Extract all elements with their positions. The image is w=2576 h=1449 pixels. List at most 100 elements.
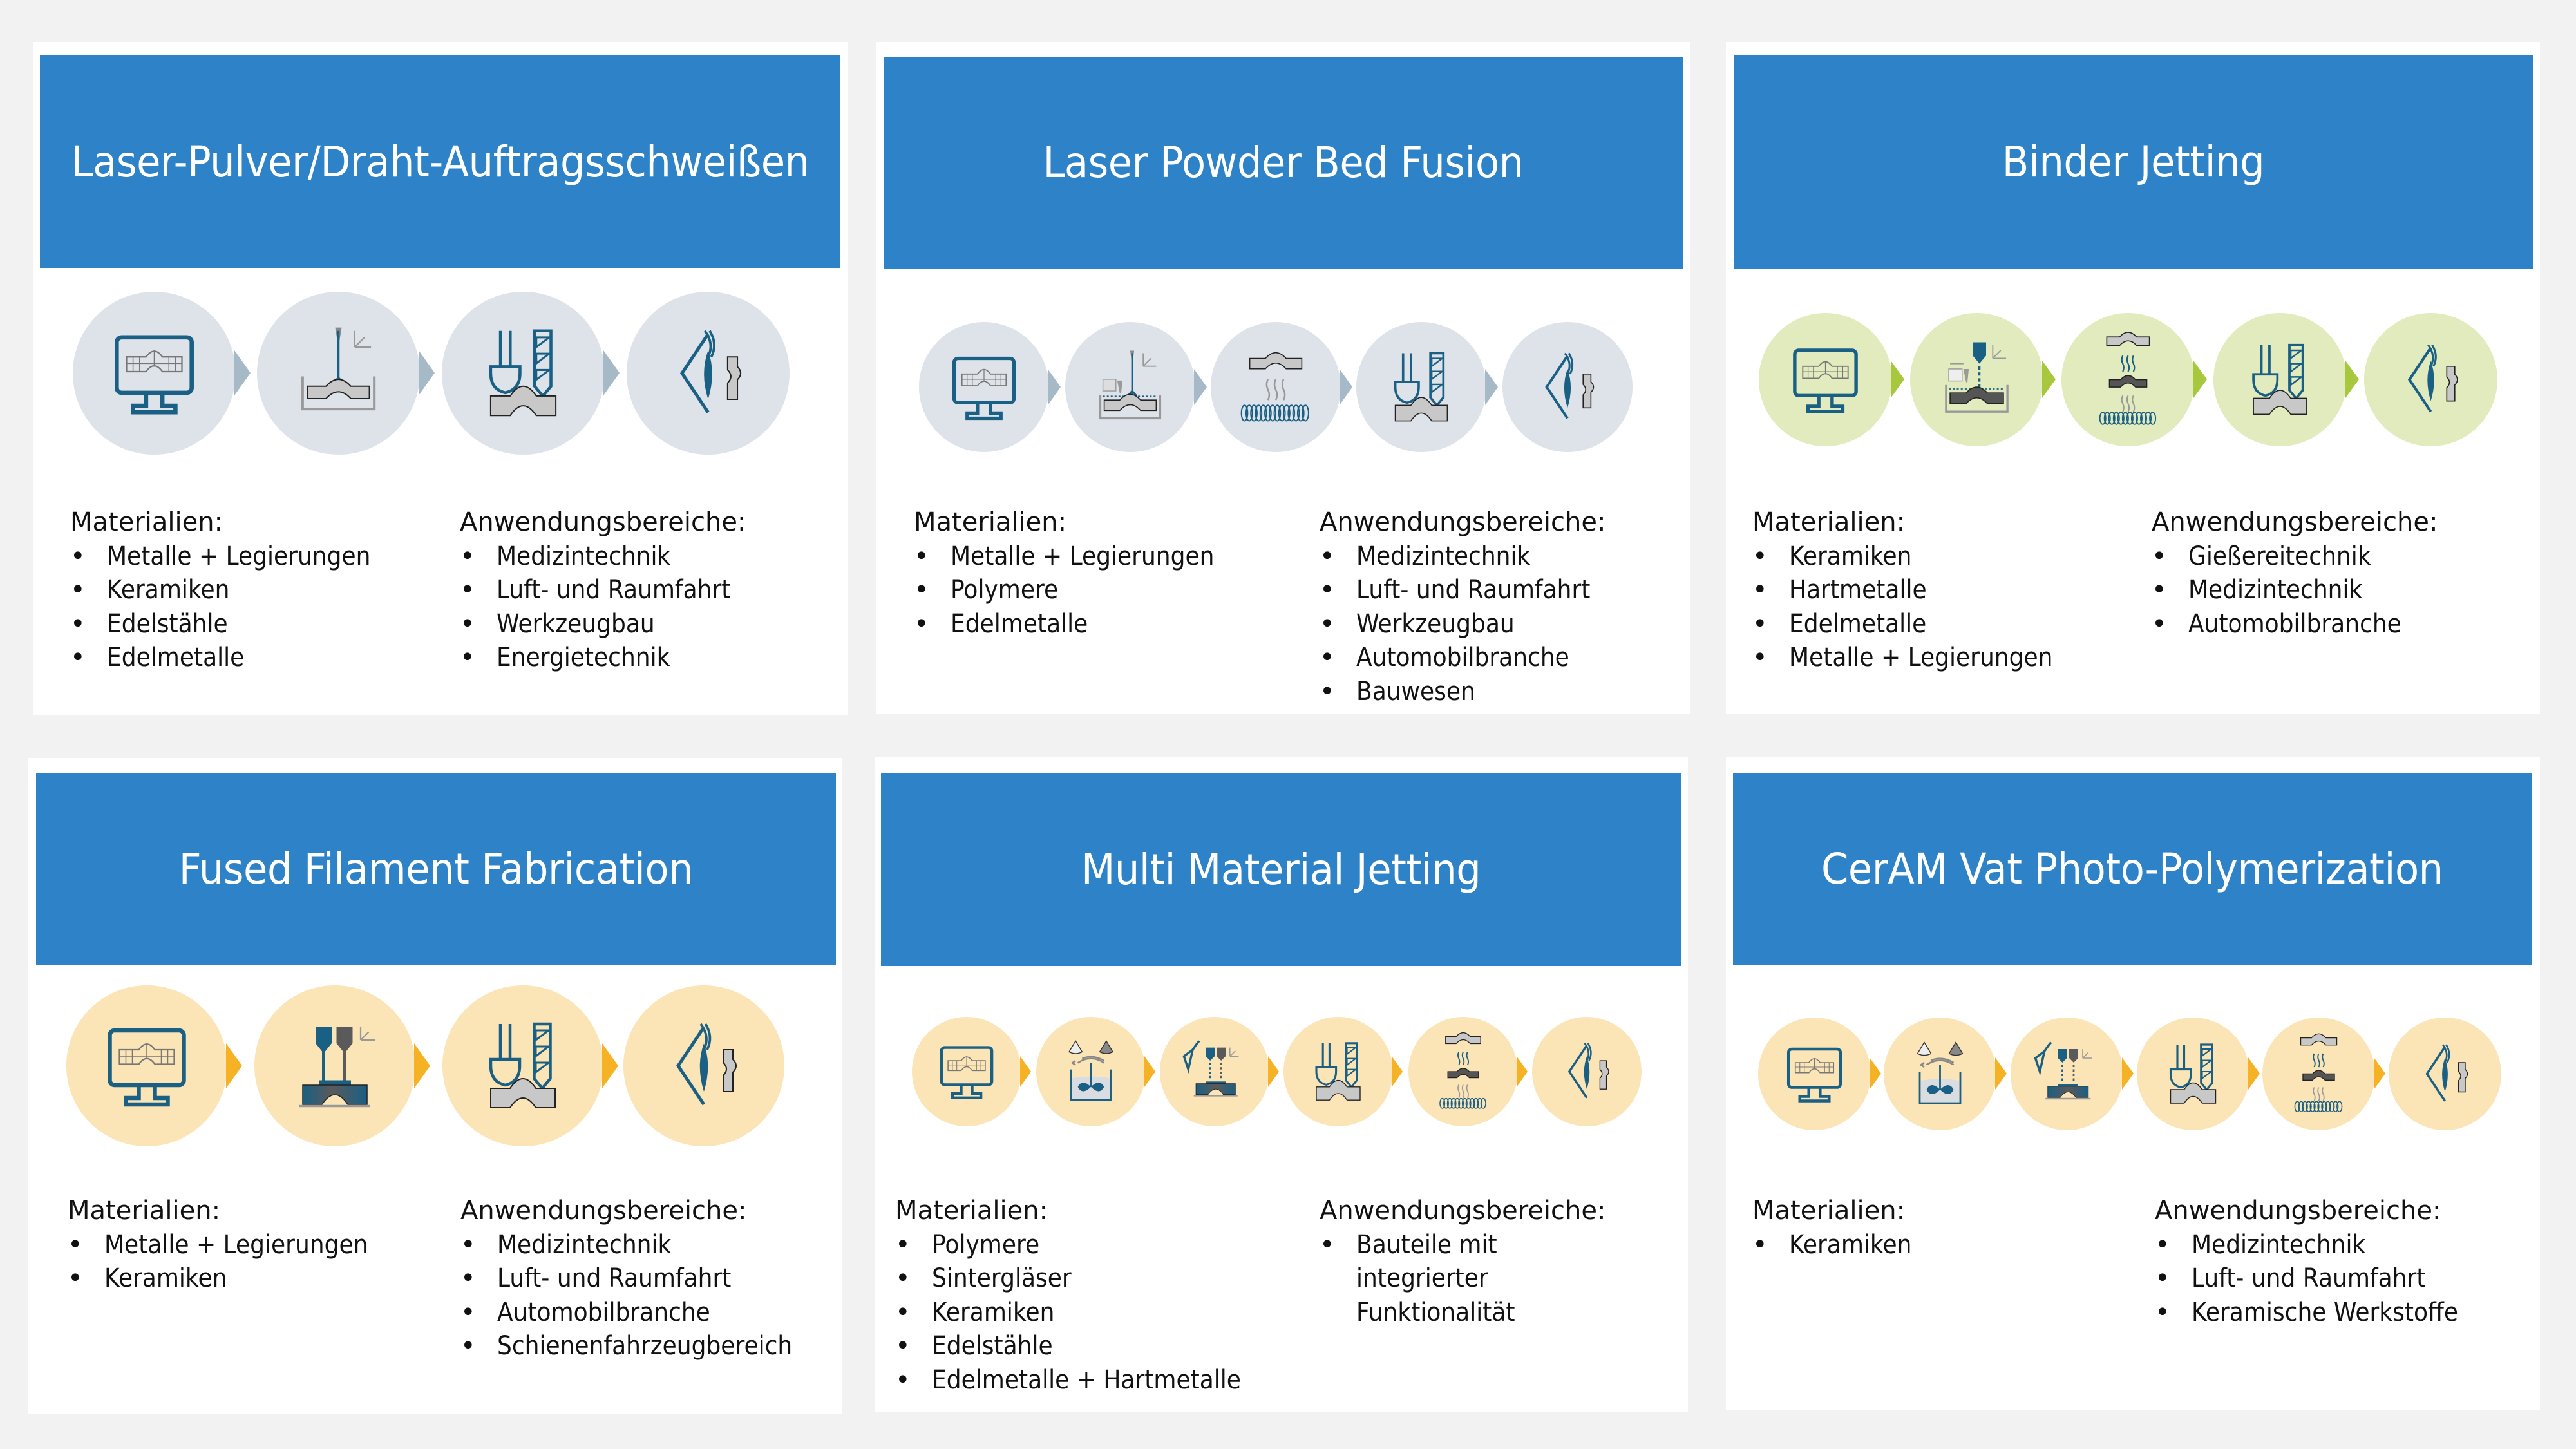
step-arrow-icon — [2374, 1057, 2385, 1090]
step-arrow-icon — [2345, 361, 2359, 398]
panel-header: CerAM Vat Photo-Polymerization — [1733, 773, 2532, 965]
list-item-text: Metalle + Legierungen — [104, 1229, 368, 1260]
list-item: •Automobilbranche — [460, 1296, 825, 1330]
applications-column: Anwendungsbereiche: •Medizintechnik•Luft… — [460, 506, 757, 675]
applications-column: Anwendungsbereiche: •Medizintechnik•Luft… — [1320, 506, 1616, 708]
list-item-text: Edelstähle — [107, 609, 228, 639]
bullet-icon: • — [1320, 609, 1335, 639]
bullet-icon: • — [68, 1264, 83, 1293]
panel-header: Binder Jetting — [1734, 55, 2533, 269]
list-item-text: Metalle + Legierungen — [1789, 643, 2053, 672]
material-mixing-icon — [1917, 1041, 1964, 1104]
list-item: •Energietechnik — [460, 641, 757, 675]
step-arrow-icon — [1048, 369, 1061, 405]
process-step — [1356, 322, 1486, 452]
list-item-text: Automobilbranche — [497, 1297, 710, 1327]
list-item-text: Automobilbranche — [2188, 609, 2401, 639]
step-arrow-icon — [1020, 1056, 1031, 1087]
list-item: •Automobilbranche — [1320, 641, 1616, 675]
materials-list: •Metalle + Legierungen•Keramiken•Edelstä… — [70, 540, 400, 675]
bullet-icon: • — [460, 643, 475, 672]
process-step — [1160, 1017, 1269, 1126]
applications-column: Anwendungsbereiche: •Medizintechnik•Luft… — [460, 1194, 825, 1363]
applications-list: •Medizintechnik•Luft- und Raumfahrt•Werk… — [460, 540, 757, 675]
step-arrow-icon — [2042, 361, 2056, 398]
process-step — [1065, 322, 1195, 452]
process-step — [2389, 1017, 2501, 1130]
materials-column: Materialien: •Polymere•Sintergläser•Kera… — [895, 1194, 1275, 1397]
list-item: •Medizintechnik — [2152, 573, 2438, 607]
list-item-text: Medizintechnik — [2192, 1229, 2366, 1260]
list-item: •Luft- und Raumfahrt — [460, 573, 757, 607]
cad-monitor-icon — [952, 356, 1016, 421]
list-item: •Keramiken — [70, 573, 400, 607]
materials-heading: Materialien: — [68, 1196, 221, 1226]
bullet-icon: • — [460, 541, 475, 571]
list-item-text: Werkzeugbau — [497, 609, 655, 639]
inspection-icon — [1545, 352, 1595, 419]
step-arrow-icon — [1870, 1057, 1881, 1090]
list-item-text: Metalle + Legierungen — [107, 541, 371, 571]
list-item: •Metalle + Legierungen — [70, 540, 400, 574]
process-step — [73, 291, 236, 455]
process-step — [919, 322, 1049, 452]
materials-list: •Metalle + Legierungen•Polymere•Edelmeta… — [914, 540, 1244, 641]
filament-extrusion-icon — [299, 1027, 375, 1108]
binder-jet-printing-icon — [1945, 342, 2009, 413]
process-step — [623, 985, 784, 1146]
process-step — [1211, 322, 1341, 452]
multi-jet-printing-icon — [2034, 1041, 2092, 1099]
bullet-icon: • — [1320, 643, 1335, 672]
list-item: •Polymere — [914, 573, 1244, 607]
applications-column: Anwendungsbereiche: •Gießereitechnik•Med… — [2152, 506, 2438, 641]
list-item-text: Luft- und Raumfahrt — [1356, 575, 1591, 605]
list-item: • Sintergläser — [895, 1262, 1275, 1296]
bullet-icon: • — [1320, 575, 1335, 605]
step-arrow-icon — [1891, 361, 1904, 398]
bullet-icon: • — [2155, 1229, 2170, 1260]
process-step — [442, 291, 605, 455]
applications-list: •Medizintechnik•Luft- und Raumfahrt•Auto… — [460, 1228, 825, 1363]
bullet-icon: • — [895, 1297, 911, 1327]
panel-title: Multi Material Jetting — [1081, 845, 1481, 895]
post-processing-icon — [1315, 1042, 1361, 1101]
bullet-icon: • — [2152, 575, 2167, 605]
post-processing-icon — [1394, 352, 1448, 422]
applications-list: •Medizintechnik•Luft- und Raumfahrt•Werk… — [1320, 540, 1616, 709]
material-mixing-icon — [1068, 1040, 1113, 1101]
post-processing-icon — [2169, 1043, 2217, 1104]
process-step — [1408, 1017, 1518, 1126]
applications-heading: Anwendungsbereiche: — [460, 1196, 747, 1226]
process-step — [2213, 312, 2347, 446]
applications-list: •Gießereitechnik•Medizintechnik•Automobi… — [2152, 540, 2438, 641]
list-item: •Keramiken — [1752, 540, 2082, 574]
list-item: •Metalle + Legierungen — [914, 540, 1244, 574]
step-arrow-icon — [226, 1043, 242, 1088]
process-step — [1759, 312, 1892, 446]
materials-heading: Materialien: — [914, 507, 1067, 537]
process-step — [442, 985, 603, 1146]
panel-title: CerAM Vat Photo-Polymerization — [1821, 844, 2443, 894]
process-step — [254, 985, 415, 1146]
list-item: •Keramiken — [1752, 1228, 1926, 1262]
inspection-icon — [2407, 344, 2458, 412]
list-item: •Medizintechnik — [460, 1228, 825, 1262]
applications-heading: Anwendungsbereiche: — [2155, 1196, 2441, 1226]
bullet-icon: • — [895, 1264, 911, 1293]
list-item: • Luft- und Raumfahrt — [1320, 573, 1616, 607]
list-item-text: Sintergläser — [932, 1264, 1072, 1293]
list-item-text: Luft- und Raumfahrt — [2192, 1264, 2426, 1293]
list-item: •Keramische Werkstoffe — [2155, 1296, 2488, 1330]
step-arrow-icon — [1995, 1057, 2007, 1090]
bullet-icon: • — [460, 575, 475, 605]
process-step — [1884, 1017, 1996, 1130]
materials-column: Materialien: •Keramiken•Hartmetalle•Edel… — [1752, 506, 2082, 675]
list-item-text: Medizintechnik — [497, 541, 671, 571]
bullet-icon: • — [895, 1331, 911, 1361]
cad-monitor-icon — [108, 1028, 186, 1107]
materials-list: •Keramiken — [1752, 1228, 1926, 1262]
applications-column: Anwendungsbereiche: •Medizintechnik•Luft… — [2155, 1194, 2488, 1329]
process-step — [2262, 1017, 2375, 1130]
step-arrow-icon — [2122, 1057, 2134, 1090]
bullet-icon: • — [2152, 609, 2167, 639]
